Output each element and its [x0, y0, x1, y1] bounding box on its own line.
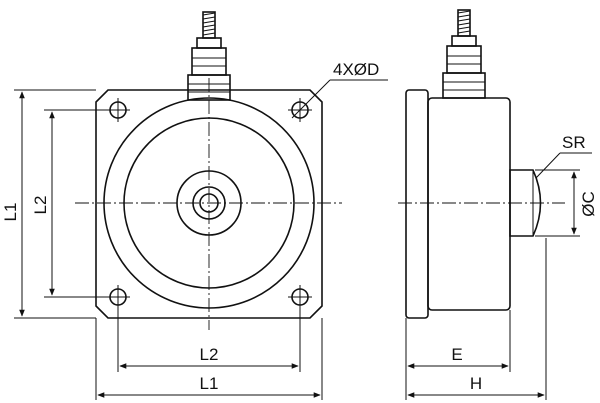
L1-vertical-label: L1: [1, 203, 20, 222]
side-flange: [405, 89, 429, 319]
cable-gland-side: [442, 9, 486, 99]
C-diameter-label: ØC: [579, 191, 598, 217]
front-view: 4XØD L1 L2 L2 L1: [1, 11, 388, 400]
SR-leader: [535, 152, 561, 179]
cable-gland-front: [187, 11, 231, 101]
L2-horizontal-label: L2: [200, 345, 219, 364]
E-label: E: [451, 345, 462, 364]
front-flange: [95, 89, 323, 319]
hole-leader: [291, 79, 331, 119]
hole-spec-label: 4XØD: [333, 60, 379, 79]
L2-vertical-label: L2: [31, 196, 50, 215]
H-label: H: [470, 374, 482, 393]
side-body: [427, 97, 511, 311]
L1-horizontal-label: L1: [200, 374, 219, 393]
side-view: SR ØC E H: [398, 9, 598, 400]
SR-label: SR: [562, 133, 586, 152]
